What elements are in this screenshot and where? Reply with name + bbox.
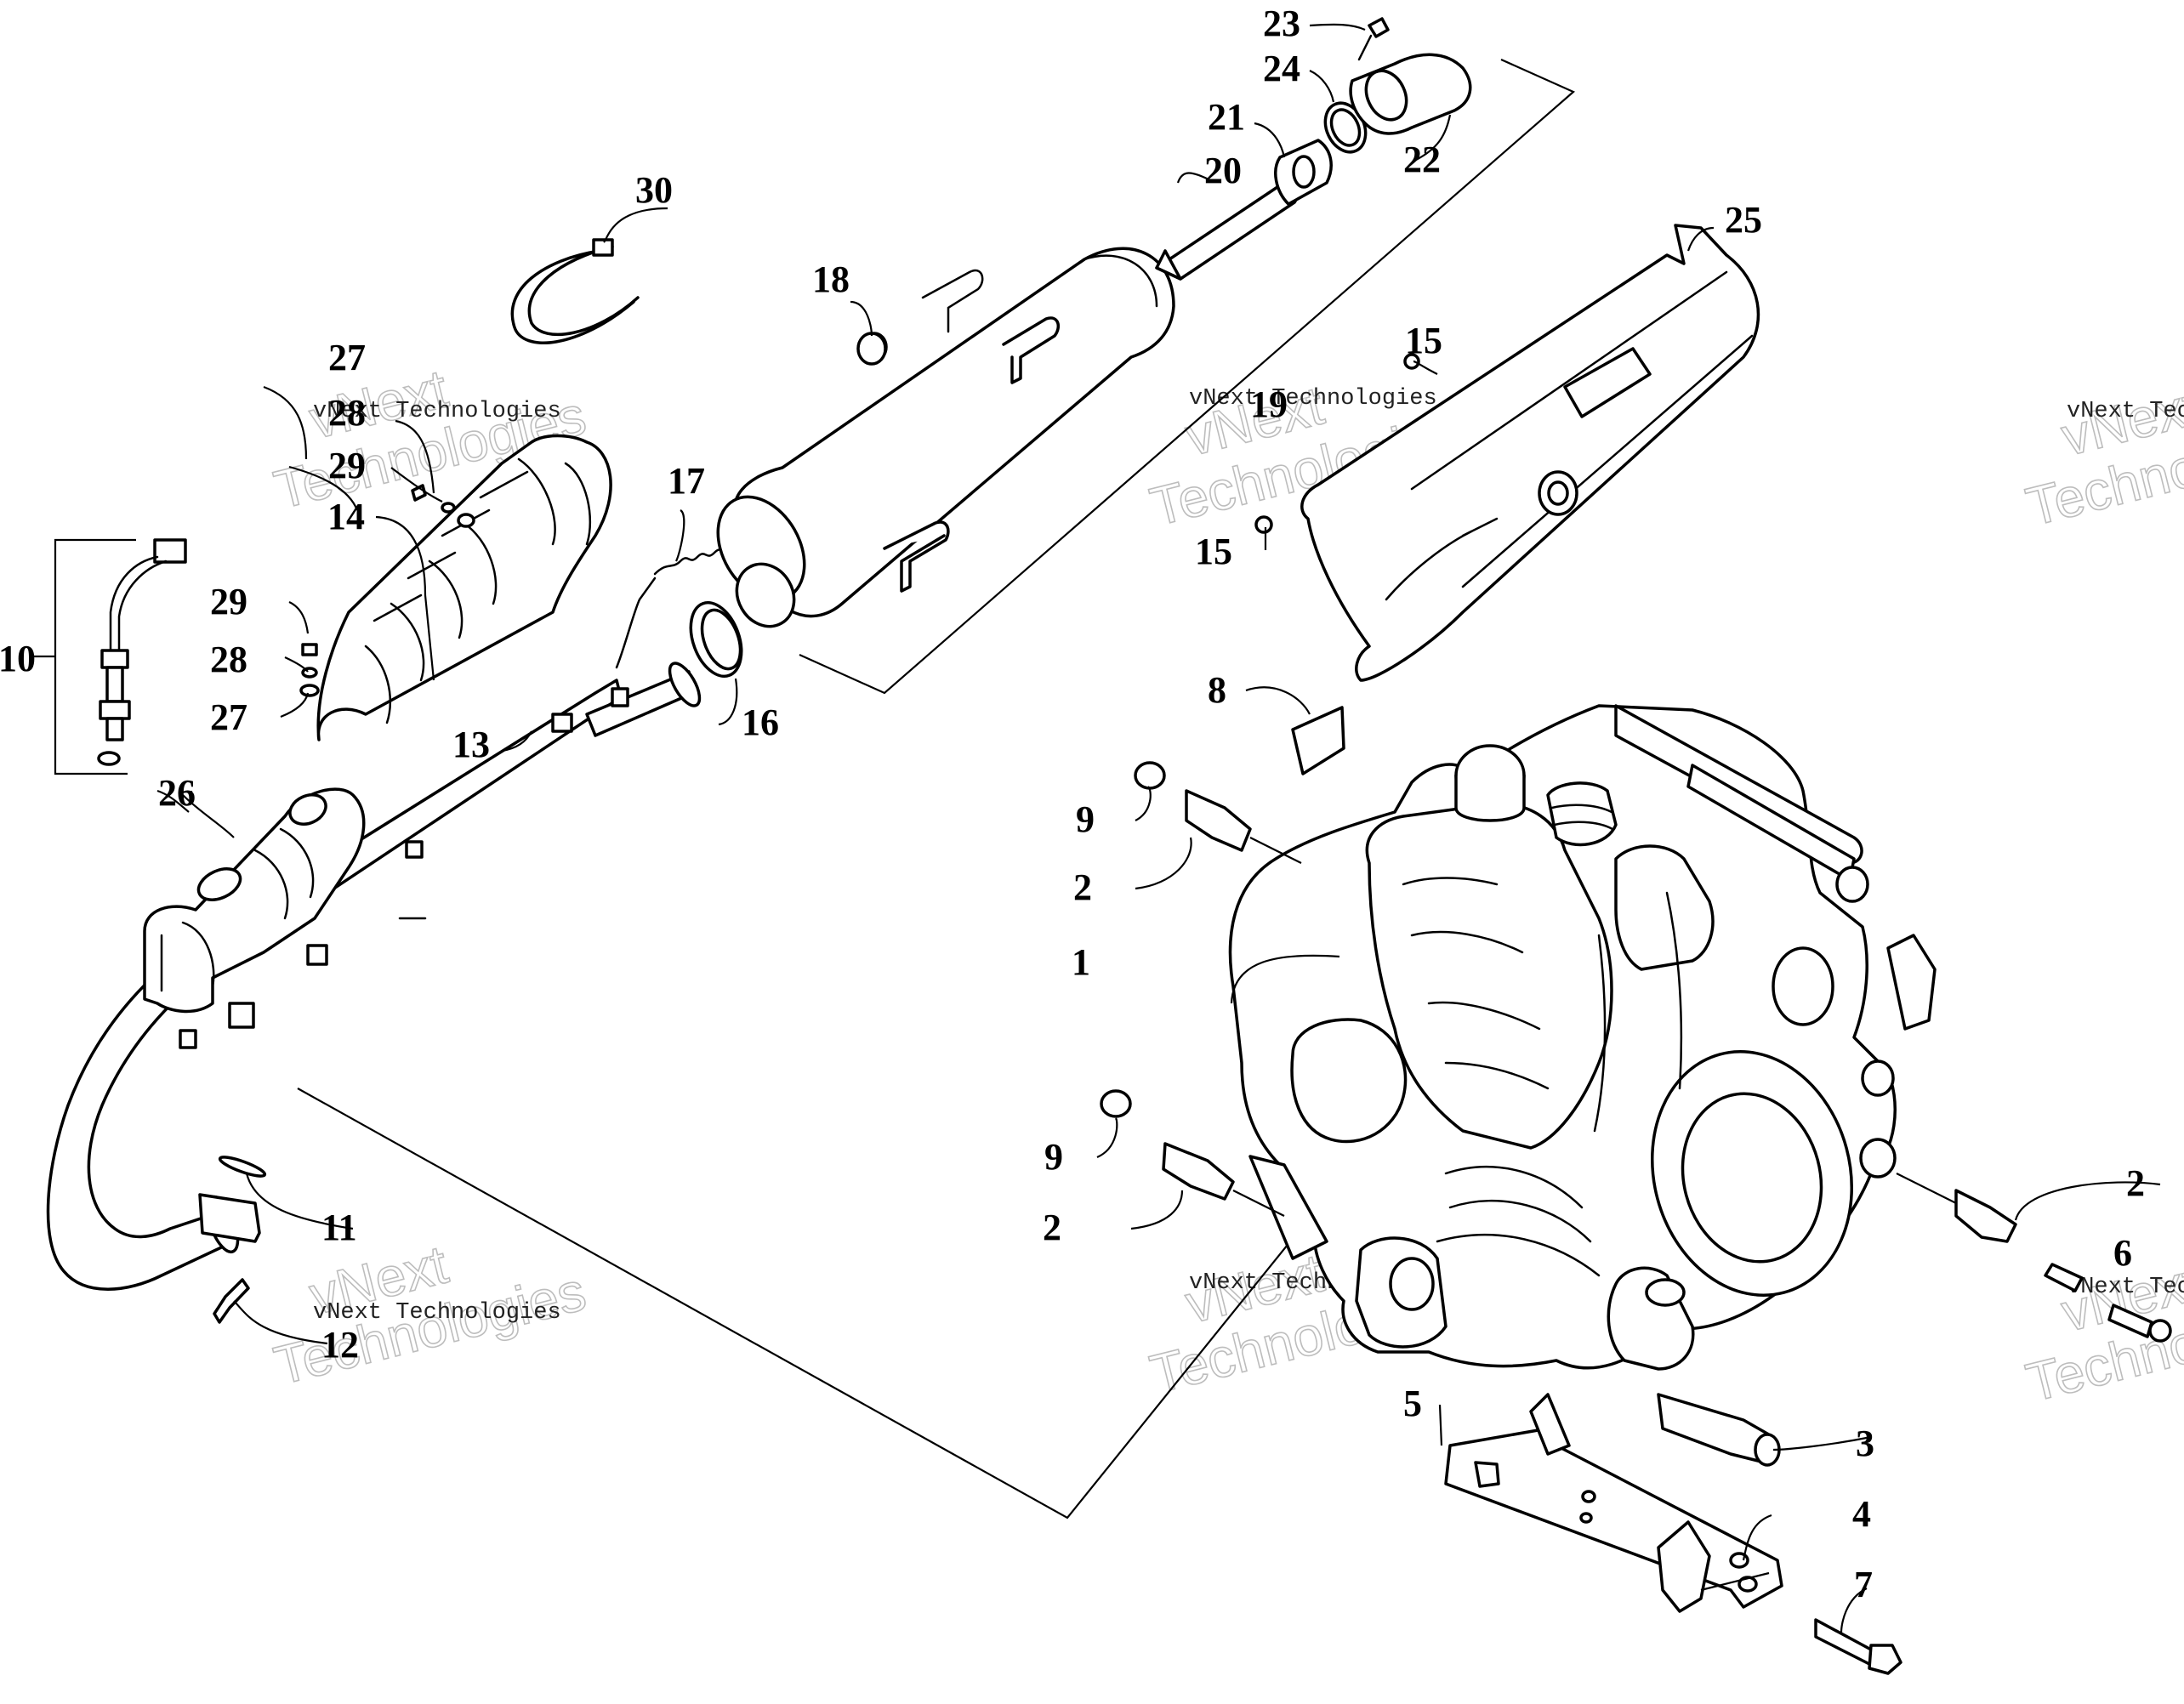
callout-23: 23 — [1263, 3, 1300, 44]
callout-2-right: 2 — [2126, 1162, 2145, 1204]
spark-arrestor-20 — [1155, 182, 1300, 281]
callout-6: 6 — [2113, 1232, 2132, 1274]
strap-30 — [510, 238, 640, 344]
watermark-3: vNext Technologies — [2020, 374, 2184, 539]
callout-24: 24 — [1263, 48, 1300, 89]
callout-15-upper: 15 — [1405, 320, 1442, 361]
watermark-1-small: vNext Technologies — [313, 399, 561, 424]
callout-27-lower: 27 — [210, 696, 247, 738]
decal-8 — [1291, 706, 1345, 775]
callout-9-lower: 9 — [1044, 1136, 1063, 1178]
callout-10: 10 — [0, 638, 36, 679]
callout-9-upper: 9 — [1076, 798, 1095, 840]
bolt-12 — [213, 1278, 250, 1324]
callout-14: 14 — [327, 496, 365, 537]
sensor-10 — [97, 538, 187, 766]
watermark-2-small: vNext Technologies — [1189, 386, 1437, 412]
watermark-4-small: vNext Technologies — [313, 1300, 561, 1326]
callout-26: 26 — [158, 772, 196, 814]
callout-17: 17 — [668, 460, 705, 502]
callout-8: 8 — [1208, 669, 1226, 711]
tailpipe-22 — [1349, 53, 1472, 135]
clamp-16 — [689, 600, 743, 679]
mount-right — [1896, 1173, 2172, 1343]
callout-18: 18 — [812, 258, 850, 300]
callout-5: 5 — [1403, 1383, 1422, 1424]
callout-7: 7 — [1854, 1564, 1873, 1605]
gasket-11 — [218, 1156, 267, 1178]
bracket-4 — [1444, 1393, 1783, 1613]
heat-shield-14 — [316, 434, 612, 741]
callout-12: 12 — [321, 1324, 359, 1366]
callout-16: 16 — [742, 701, 779, 743]
muffler-19 — [716, 247, 1175, 628]
muffler-group-bracket — [799, 58, 1576, 695]
grommet-18 — [856, 332, 887, 366]
callout-28-lower: 28 — [210, 639, 247, 680]
bolt-23 — [1357, 17, 1390, 61]
callout-21: 21 — [1208, 96, 1245, 138]
callout-2-lower: 2 — [1043, 1207, 1061, 1248]
callout-leaders — [156, 23, 2161, 1633]
watermark-6: vNext Technologies — [2020, 1250, 2184, 1415]
callout-3: 3 — [1856, 1423, 1874, 1464]
callout-labels: 1 2 2 2 3 4 5 6 7 8 9 9 10 11 12 13 14 1… — [0, 3, 2145, 1605]
mount-left-lower — [1100, 1089, 1285, 1217]
callout-15-lower: 15 — [1195, 531, 1232, 572]
mount-left-upper — [1134, 761, 1302, 864]
callout-28-upper: 28 — [328, 392, 366, 434]
callout-27-upper: 27 — [328, 337, 366, 378]
gasket-21 — [1274, 139, 1333, 206]
muffler-shield-25 — [1300, 224, 1760, 682]
callout-13: 13 — [452, 724, 490, 765]
heat-shield-26 — [143, 787, 366, 1014]
callout-29-lower: 29 — [210, 581, 247, 622]
callout-30: 30 — [635, 169, 673, 211]
bolt-5 — [1474, 1461, 1500, 1488]
callout-19: 19 — [1250, 383, 1288, 425]
callout-29-upper: 29 — [328, 445, 366, 486]
fasteners-lower — [299, 643, 320, 697]
callout-11: 11 — [321, 1207, 357, 1248]
callout-1: 1 — [1072, 941, 1090, 983]
watermark-6-small: vNext Technologies — [2067, 1275, 2184, 1300]
screws-15 — [1254, 353, 1420, 534]
mount-lower-3 — [1657, 1393, 1781, 1467]
callout-2-upper: 2 — [1073, 866, 1092, 908]
bolt-7 — [1814, 1618, 1902, 1675]
callout-25: 25 — [1725, 199, 1762, 241]
callout-22: 22 — [1403, 139, 1441, 180]
callout-4: 4 — [1852, 1493, 1871, 1535]
engine-1 — [1228, 704, 1937, 1371]
callout-20: 20 — [1204, 150, 1242, 191]
watermark-3-small: vNext Technologies — [2067, 399, 2184, 424]
